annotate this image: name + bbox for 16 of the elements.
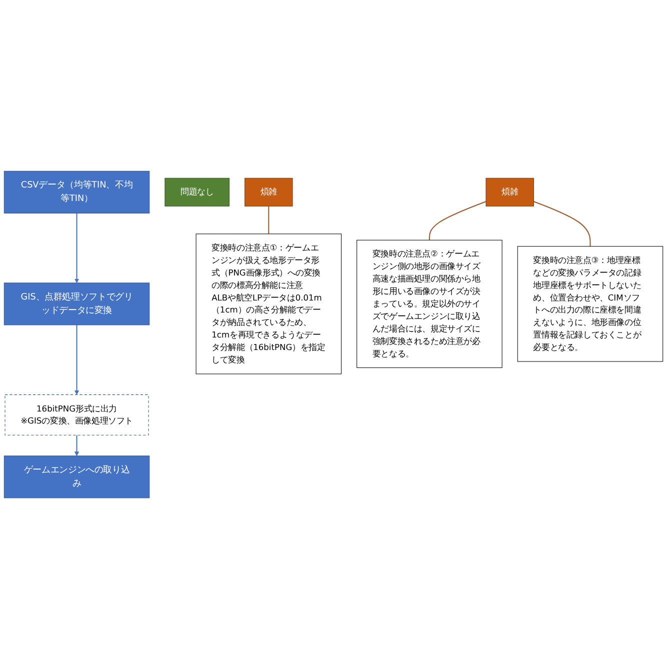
arrow [74,324,80,395]
node-box: GIS、点群処理ソフトでグリッドデータに変換 [4,282,150,326]
node-box: 変換時の注意点③：地理座標などの変換パラメータの記録 地理座標をサポートしないため、位置合わせや、CIMソフトへの出力の際に座標を間違えないように、地形画像の位置情報を記録しておくことが必要となる。 [517,246,664,362]
node-box: 問題なし [164,178,230,206]
node-box: 煩雑 [486,178,534,206]
node-box: 変換時の注意点②：ゲームエンジン側の地形の画像サイズ 高速な描画処理の関係から地形に用いる画像のサイズが決まっている。規定以外のサイズでゲームエンジンに取り込んだ場合には、規定サイズに強制変換されるため注意が必要となる。 [356,240,502,368]
connector [268,206,270,234]
connector [534,200,591,246]
connector [428,200,486,240]
node-box: 16bitPNG形式に出力 ※GISの変換、画像処理ソフト [4,394,149,436]
arrow [74,213,80,284]
arrow [74,435,80,456]
node-box: 変換時の注意点①：ゲームエンジンが扱える地形データ形式（PNG画像形式）への変換の際の標高分解能に注意 ALBや航空LPデータは0.01m（1cm）の高さ分解能でデータが納品されているため、1cmを再現できるようなデータ分解能（16bitPNG）を指定して変換 [196,234,342,374]
node-box: ゲームエンジンへの取り込み [4,456,150,498]
node-box: 煩雑 [244,178,293,206]
node-box: CSVデータ（均等TIN、不均等TIN） [4,170,150,214]
